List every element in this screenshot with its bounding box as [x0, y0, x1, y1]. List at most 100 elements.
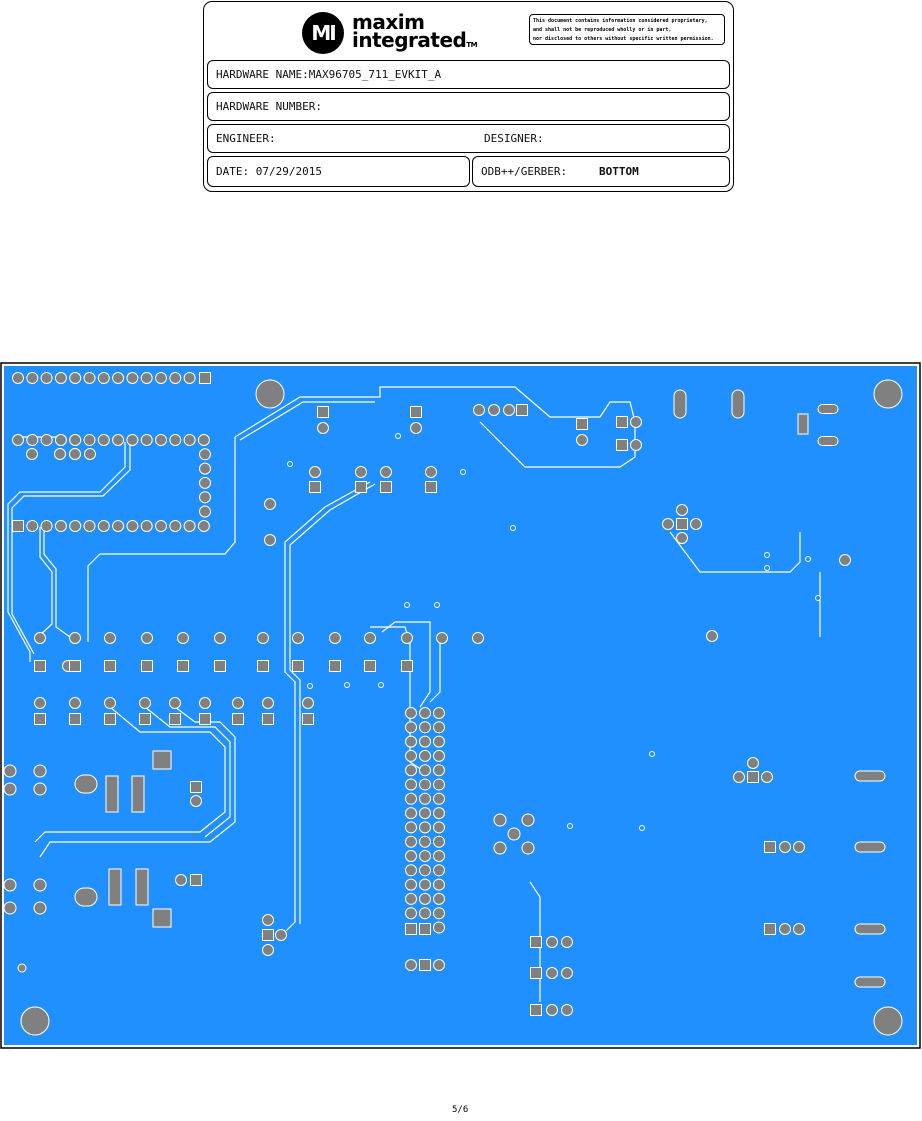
pad: [530, 967, 542, 979]
pad: [433, 778, 445, 791]
pad: [873, 379, 903, 409]
pad: [401, 632, 413, 644]
pad: [54, 434, 67, 446]
pad: [817, 404, 839, 414]
pad: [493, 841, 507, 855]
pad: [405, 892, 417, 905]
pad: [255, 379, 285, 409]
pad: [779, 841, 791, 853]
via: [567, 823, 573, 829]
pad: [34, 632, 46, 644]
via: [404, 602, 410, 608]
pad: [214, 660, 226, 672]
pad: [797, 413, 809, 435]
pad: [405, 749, 417, 762]
pad: [419, 778, 431, 791]
pad: [364, 632, 376, 644]
pad: [355, 481, 367, 493]
pad: [199, 697, 211, 709]
pad: [425, 481, 437, 493]
pad: [561, 967, 573, 979]
pad: [140, 434, 153, 446]
pcb-bottom-layer: [0, 362, 921, 1049]
pad: [199, 491, 211, 504]
via: [815, 595, 821, 601]
pad: [214, 632, 226, 644]
pad: [83, 520, 96, 532]
pad: [105, 775, 119, 813]
pad: [232, 713, 244, 725]
pad: [433, 921, 445, 934]
pad: [34, 660, 46, 672]
pad: [104, 632, 116, 644]
pad: [405, 792, 417, 805]
via: [395, 433, 401, 439]
pad: [676, 532, 688, 544]
pad: [69, 434, 82, 446]
pad: [854, 976, 886, 988]
pad: [12, 520, 24, 532]
pad: [169, 434, 182, 446]
via: [510, 525, 516, 531]
via: [639, 825, 645, 831]
pad: [199, 505, 211, 518]
pad: [264, 498, 276, 510]
pad: [69, 520, 82, 532]
pad: [197, 434, 210, 446]
pad: [141, 632, 153, 644]
pad: [419, 807, 431, 820]
pad: [262, 713, 274, 725]
pad: [309, 466, 321, 478]
pad: [54, 372, 67, 384]
pad: [83, 434, 96, 446]
notice-line: and shall not be reproduced wholly or in…: [533, 27, 672, 33]
pad: [155, 372, 167, 384]
pad: [433, 821, 445, 834]
pad: [183, 372, 196, 384]
pad: [97, 372, 110, 384]
hardware-name-value: MAX96705_711_EVKIT_A: [308, 68, 442, 81]
pad: [839, 554, 851, 566]
pad: [764, 923, 776, 935]
pad: [676, 504, 688, 516]
pad: [616, 416, 628, 428]
pad: [433, 892, 445, 905]
pad: [262, 944, 274, 956]
pad: [74, 774, 98, 794]
pad: [33, 901, 47, 915]
pad: [33, 878, 47, 892]
pad: [503, 404, 515, 416]
pad: [419, 892, 431, 905]
pad: [419, 864, 431, 877]
pad: [761, 771, 773, 783]
pad: [405, 735, 417, 748]
pad: [410, 406, 422, 418]
pad: [405, 778, 417, 791]
pad: [26, 372, 39, 384]
pad: [546, 1004, 558, 1016]
pad: [3, 901, 17, 915]
pad: [854, 923, 886, 935]
pad: [155, 520, 167, 532]
pad: [433, 792, 445, 805]
pad: [33, 782, 47, 796]
pad: [410, 422, 422, 434]
pad: [112, 372, 125, 384]
pad: [69, 697, 81, 709]
pad: [436, 632, 448, 644]
pad: [12, 372, 24, 384]
pad: [264, 534, 276, 546]
pad: [419, 923, 431, 935]
pad: [355, 466, 367, 478]
pad: [199, 372, 211, 384]
pad: [135, 868, 149, 906]
via: [287, 461, 293, 467]
pad: [419, 959, 431, 971]
pad: [419, 850, 431, 862]
pad: [419, 878, 431, 891]
pad: [488, 404, 500, 416]
pad: [419, 835, 431, 848]
date-label: DATE:: [216, 165, 250, 178]
pad: [546, 967, 558, 979]
pad: [380, 481, 392, 493]
